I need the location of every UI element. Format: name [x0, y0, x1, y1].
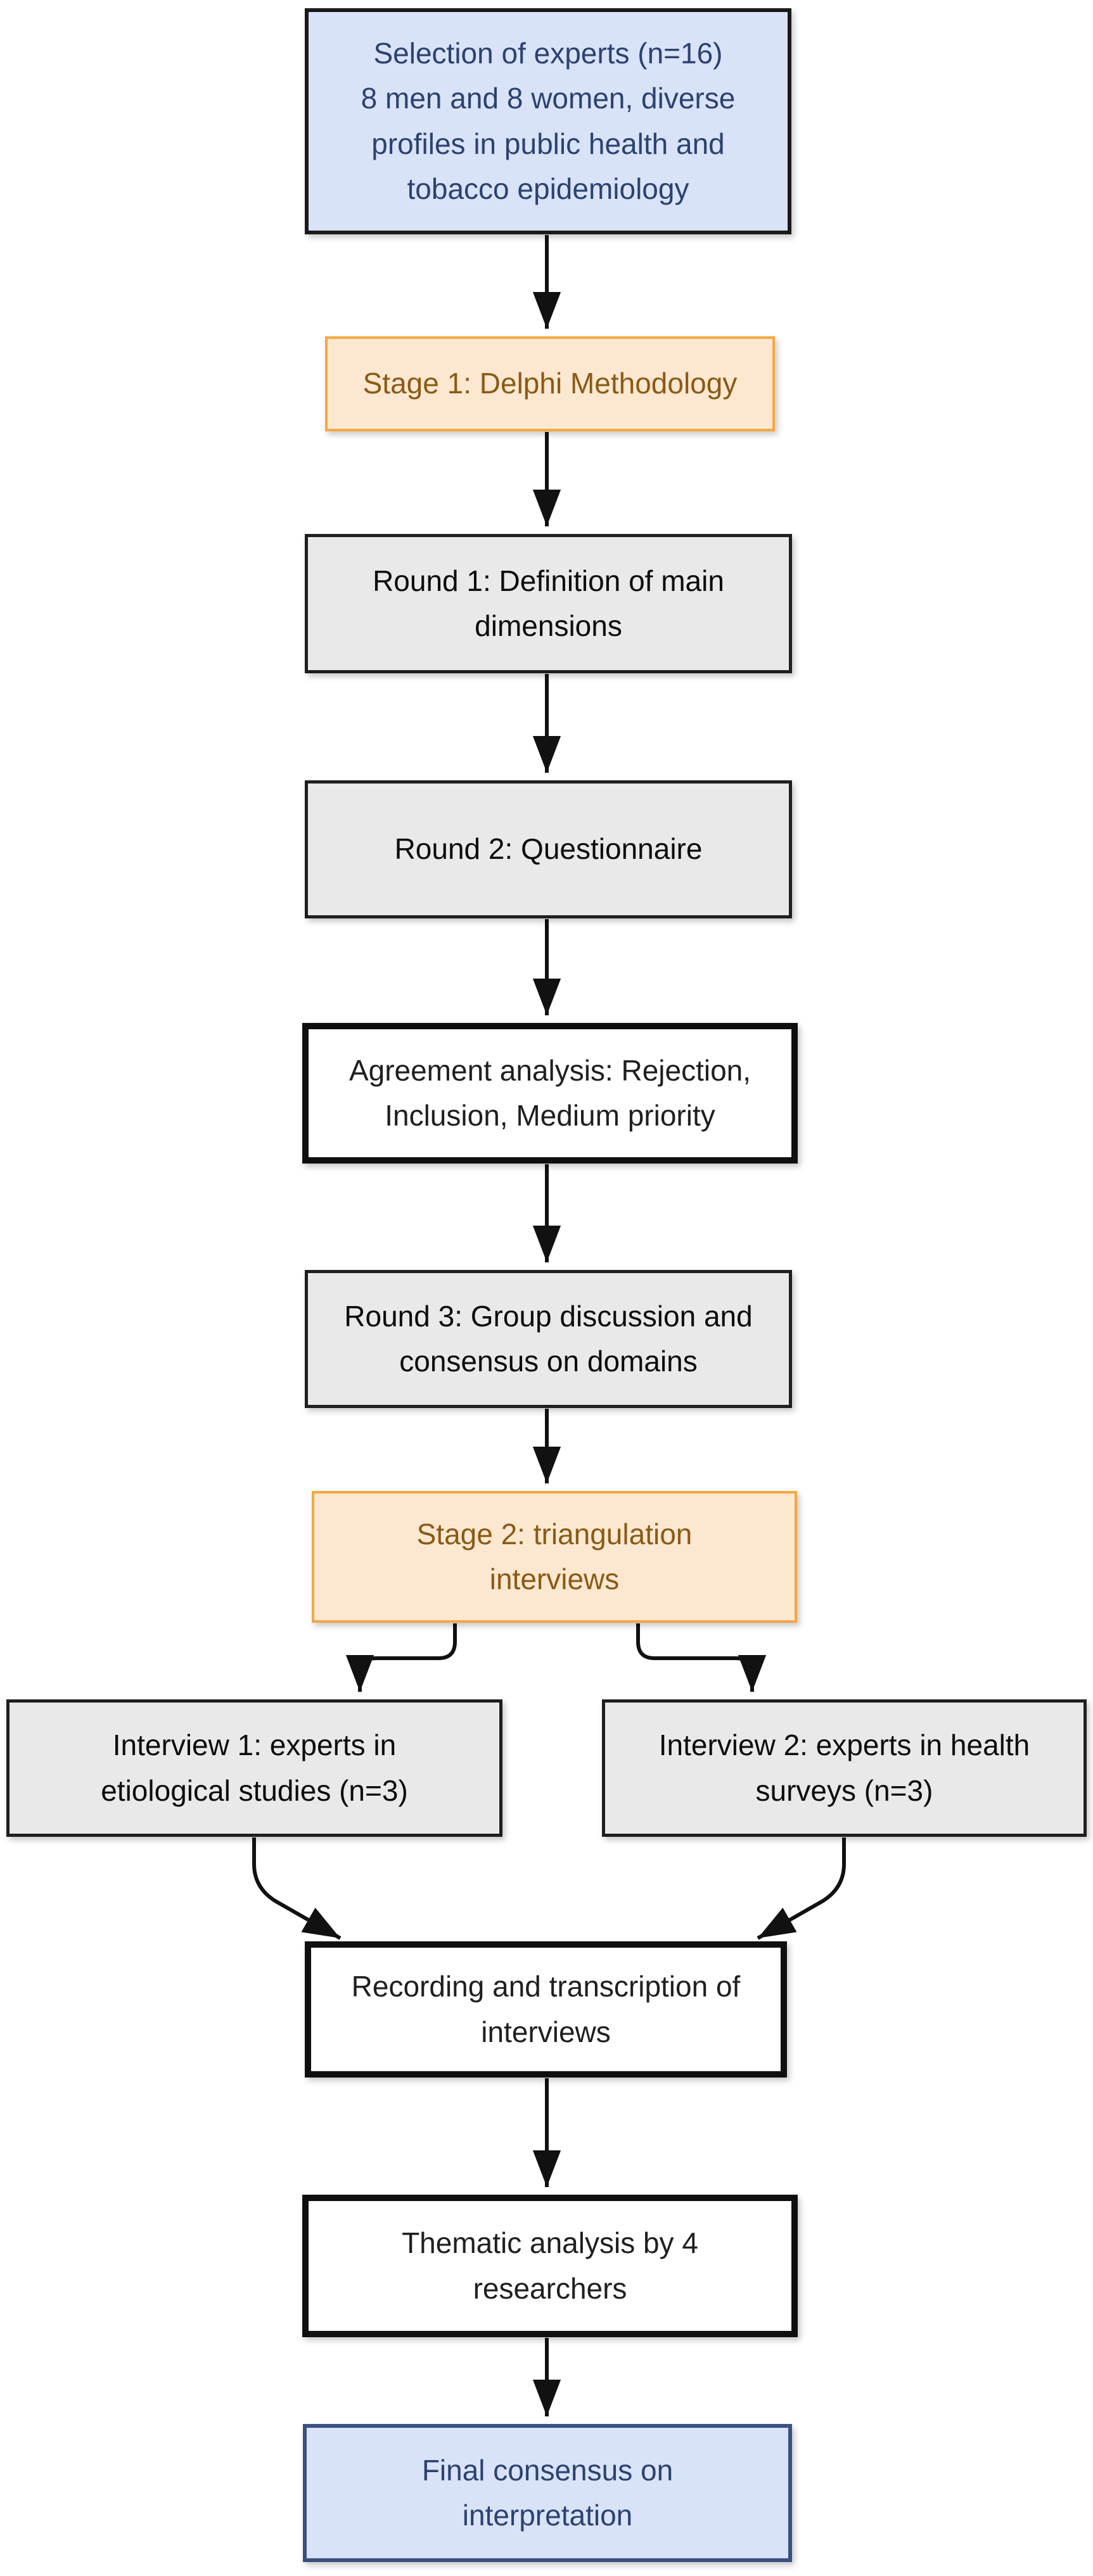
flow-node-agreement-analysis: Agreement analysis: Rejection, Inclusion…	[302, 1023, 798, 1164]
arrow-interview1-to-recording	[252, 1837, 342, 1940]
flow-node-round2-questionnaire: Round 2: Questionnaire	[305, 780, 792, 918]
arrow-stage2-to-interview2	[636, 1623, 767, 1692]
flow-node-interview1: Interview 1: experts in etiological stud…	[6, 1699, 502, 1837]
flow-node-recording: Recording and transcription of interview…	[305, 1941, 787, 2078]
flow-node-final-consensus: Final consensus on interpretation	[303, 2424, 792, 2562]
flow-node-interview2: Interview 2: experts in health surveys (…	[602, 1699, 1087, 1837]
flow-node-thematic-analysis: Thematic analysis by 4 researchers	[302, 2195, 798, 2337]
flow-node-stage2-triangulation: Stage 2: triangulation interviews	[312, 1491, 797, 1623]
arrow-stage2-to-interview1	[345, 1623, 457, 1692]
flow-node-round1-definition: Round 1: Definition of main dimensions	[305, 534, 792, 673]
flow-node-selection-of-experts: Selection of experts (n=16) 8 men and 8 …	[305, 8, 791, 234]
arrow-interview2-to-recording	[757, 1837, 846, 1940]
flow-node-stage1-delphi: Stage 1: Delphi Methodology	[325, 336, 775, 431]
flow-node-round3-discussion: Round 3: Group discussion and consensus …	[305, 1270, 792, 1408]
